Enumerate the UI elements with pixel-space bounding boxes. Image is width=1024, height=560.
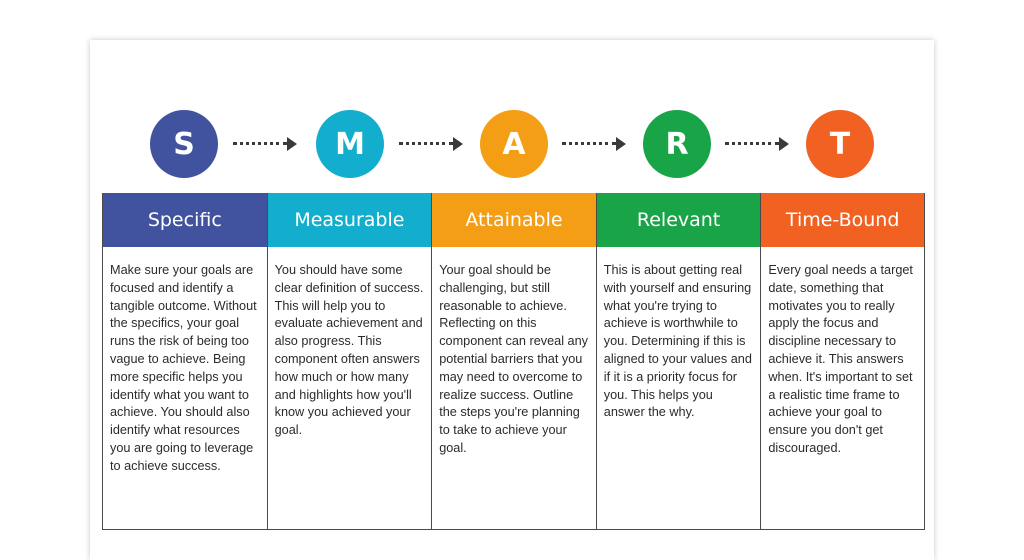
- text-attainable: Your goal should be challenging, but sti…: [439, 263, 589, 455]
- header-relevant: Relevant: [596, 193, 761, 247]
- text-relevant: This is about getting real with yourself…: [603, 263, 752, 420]
- text-specific: Make sure your goals are focused and ide…: [110, 263, 257, 473]
- arrow-m-to-a-icon: [399, 135, 463, 153]
- column-time-bound: Time-Bound Every goal needs a target dat…: [760, 193, 925, 529]
- header-specific: Specific: [103, 193, 267, 247]
- circle-s: S: [150, 110, 218, 178]
- smart-table: Specific Make sure your goals are focuse…: [102, 193, 925, 530]
- column-measurable: Measurable You should have some clear de…: [266, 193, 432, 529]
- header-measurable: Measurable: [267, 193, 432, 247]
- letter-a: A: [502, 126, 526, 162]
- header-time-bound: Time-Bound: [761, 193, 924, 247]
- circle-r: R: [643, 110, 711, 178]
- header-attainable: Attainable: [432, 193, 596, 247]
- column-relevant: Relevant This is about getting real with…: [595, 193, 761, 529]
- circle-t: T: [806, 110, 874, 178]
- column-attainable: Attainable Your goal should be challengi…: [431, 193, 596, 529]
- arrow-r-to-t-icon: [725, 135, 789, 153]
- text-time-bound: Every goal needs a target date, somethin…: [768, 263, 913, 455]
- text-measurable: You should have some clear definition of…: [274, 263, 424, 438]
- arrow-s-to-m-icon: [233, 135, 297, 153]
- letter-m: M: [335, 126, 365, 162]
- letter-s: S: [173, 126, 195, 162]
- letter-r: R: [665, 126, 689, 162]
- circle-m: M: [316, 110, 384, 178]
- circle-a: A: [480, 110, 548, 178]
- column-specific: Specific Make sure your goals are focuse…: [102, 193, 267, 529]
- arrow-a-to-r-icon: [562, 135, 626, 153]
- letter-t: T: [829, 126, 851, 162]
